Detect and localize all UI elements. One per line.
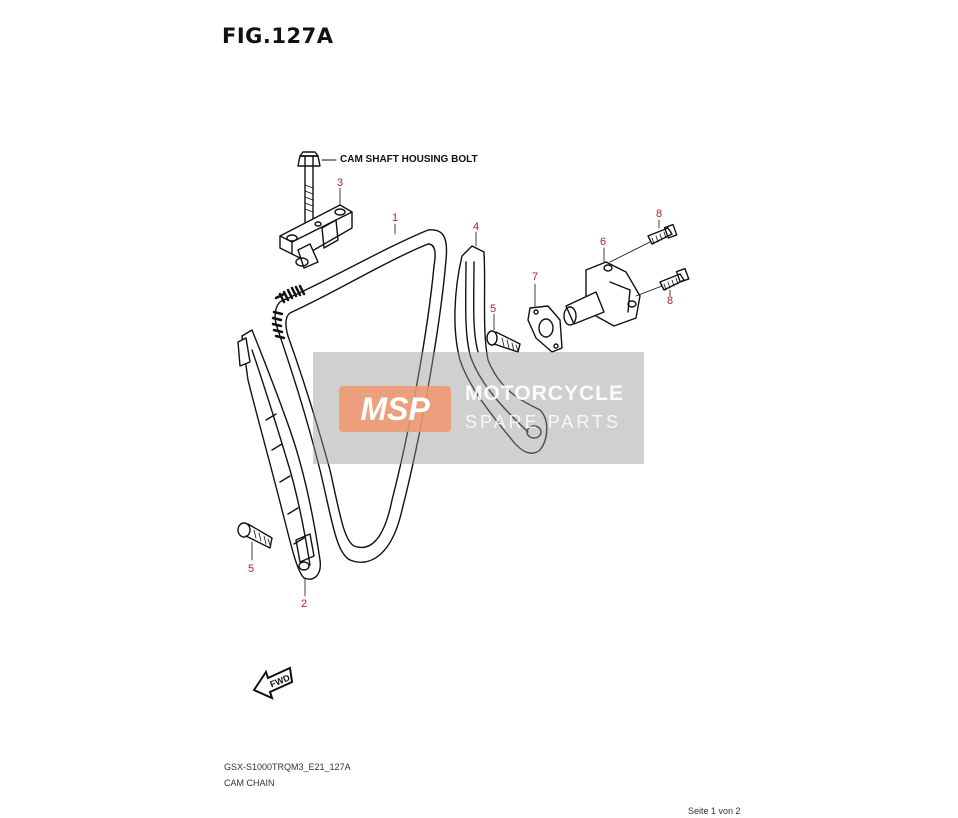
- watermark-line2: SPARE PARTS: [465, 412, 622, 432]
- chain-tensioner-part: [563, 261, 641, 327]
- forward-direction-arrow: FWD: [252, 666, 294, 700]
- callout-8-lower: 8: [667, 295, 673, 307]
- watermark-logo: MSP: [339, 386, 451, 432]
- cam-chain-part: [271, 229, 448, 563]
- figure-title: FIG.127A: [222, 24, 334, 48]
- callout-5-lower: 5: [248, 563, 254, 575]
- chain-guide-front-part: [237, 329, 321, 580]
- bolt-upper-part: [486, 330, 521, 353]
- callout-2: 2: [301, 598, 307, 610]
- gasket-part: [527, 305, 563, 353]
- diagram-code: GSX-S1000TRQM3_E21_127A: [224, 762, 351, 772]
- callout-6: 6: [600, 236, 606, 248]
- leader-lines: [251, 187, 671, 597]
- diagram-name: CAM CHAIN: [224, 778, 275, 788]
- callout-7: 7: [532, 271, 538, 283]
- cam-shaft-housing-bolt: [297, 151, 337, 223]
- bolt-label: CAM SHAFT HOUSING BOLT: [340, 154, 478, 165]
- page-number: Seite 1 von 2: [688, 806, 741, 816]
- callout-4: 4: [473, 221, 479, 233]
- callout-5-upper: 5: [490, 303, 496, 315]
- bolt-lower-part: [237, 522, 273, 549]
- callout-8-upper: 8: [656, 208, 662, 220]
- bolt-tensioner-lower-part: [635, 267, 690, 297]
- guide-holder-part: [279, 204, 353, 269]
- watermark-line1: MOTORCYCLE: [465, 382, 624, 405]
- watermark: MSP MOTORCYCLE SPARE PARTS: [313, 352, 644, 464]
- callout-3: 3: [337, 177, 343, 189]
- tensioner-guide-part: [454, 245, 548, 454]
- bolt-tensioner-upper-part: [609, 223, 678, 263]
- callout-1: 1: [392, 212, 398, 224]
